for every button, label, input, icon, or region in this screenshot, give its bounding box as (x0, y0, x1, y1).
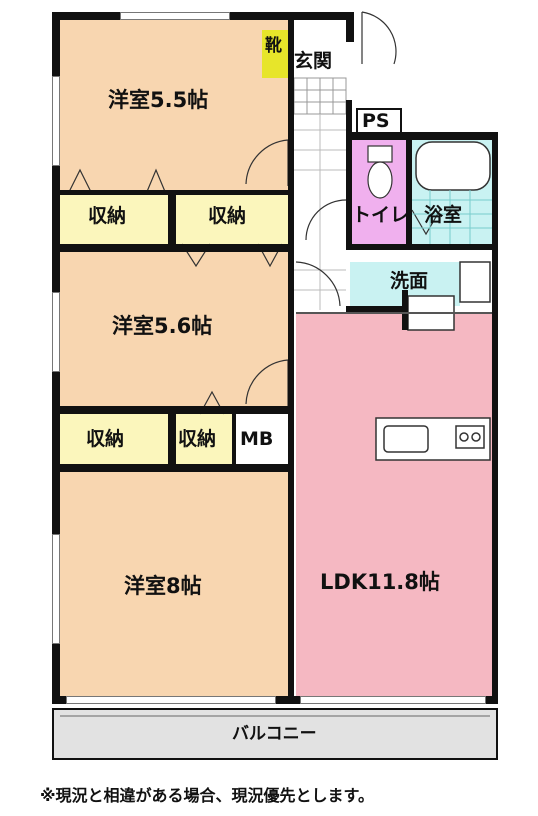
wall-storage-row2-bottom (60, 464, 288, 472)
bedroom-bottom-label: 洋室8帖 (124, 574, 202, 598)
entrance-label: 玄関 (294, 50, 333, 72)
wall-toilet-bath (406, 140, 412, 244)
bath-label: 浴室 (424, 204, 463, 226)
outer-wall-right (492, 132, 498, 704)
wall-ldk-top (296, 312, 492, 314)
wall-storage-row1-top (60, 190, 288, 195)
disclaimer-note: ※現況と相違がある場合、現況優先とします。 (40, 786, 374, 805)
bath (412, 140, 492, 244)
ps-shaft (356, 108, 402, 136)
wall-storage-row2-top (60, 406, 288, 414)
storage-c (60, 414, 168, 464)
window-bottom-right (300, 696, 486, 704)
balcony-label: バルコニー (232, 724, 317, 744)
window-left-bottom (52, 534, 60, 644)
wall-hall-left (288, 20, 294, 700)
window-bottom-left (66, 696, 276, 704)
wall-storage-row2-mid (168, 414, 176, 464)
storage-d-label: 収納 (178, 428, 217, 450)
bedroom-middle-label: 洋室5.6帖 (112, 314, 213, 338)
hall-floor (294, 114, 346, 310)
window-left-top (52, 76, 60, 166)
toilet-label: トイレ (352, 204, 410, 226)
ps-label: PS (362, 110, 390, 132)
wall-wash-bottom (346, 306, 406, 314)
bedroom-bottom (60, 472, 288, 696)
mb-closet (236, 414, 288, 464)
balcony (52, 708, 498, 760)
wall-bath-bottom (346, 244, 498, 250)
wall-wash-right (402, 290, 408, 330)
window-left-middle (52, 292, 60, 372)
storage-b (176, 194, 288, 244)
wall-toilet-left (346, 100, 352, 250)
bedroom-top-label: 洋室5.5帖 (108, 88, 209, 112)
storage-d (176, 414, 232, 464)
outer-wall-upper-right (346, 12, 354, 42)
mb-label: MB (240, 428, 274, 450)
storage-b-label: 収納 (208, 205, 247, 227)
wall-bath-top (346, 132, 498, 140)
storage-c-label: 収納 (86, 428, 125, 450)
wall-storage-row1-mid (168, 194, 176, 244)
wall-storage-mb (232, 414, 236, 464)
toilet (350, 140, 408, 244)
entrance-tiles (293, 77, 347, 115)
storage-a (60, 194, 168, 244)
shoe-closet-label: 靴 (265, 36, 282, 56)
washroom-label: 洗面 (390, 270, 429, 292)
storage-a-label: 収納 (88, 205, 127, 227)
shoe-closet (262, 30, 290, 78)
ldk-label: LDK11.8帖 (320, 570, 440, 594)
ldk (296, 314, 492, 696)
window-top (120, 12, 230, 20)
wall-storage-row1-bottom (60, 244, 288, 252)
